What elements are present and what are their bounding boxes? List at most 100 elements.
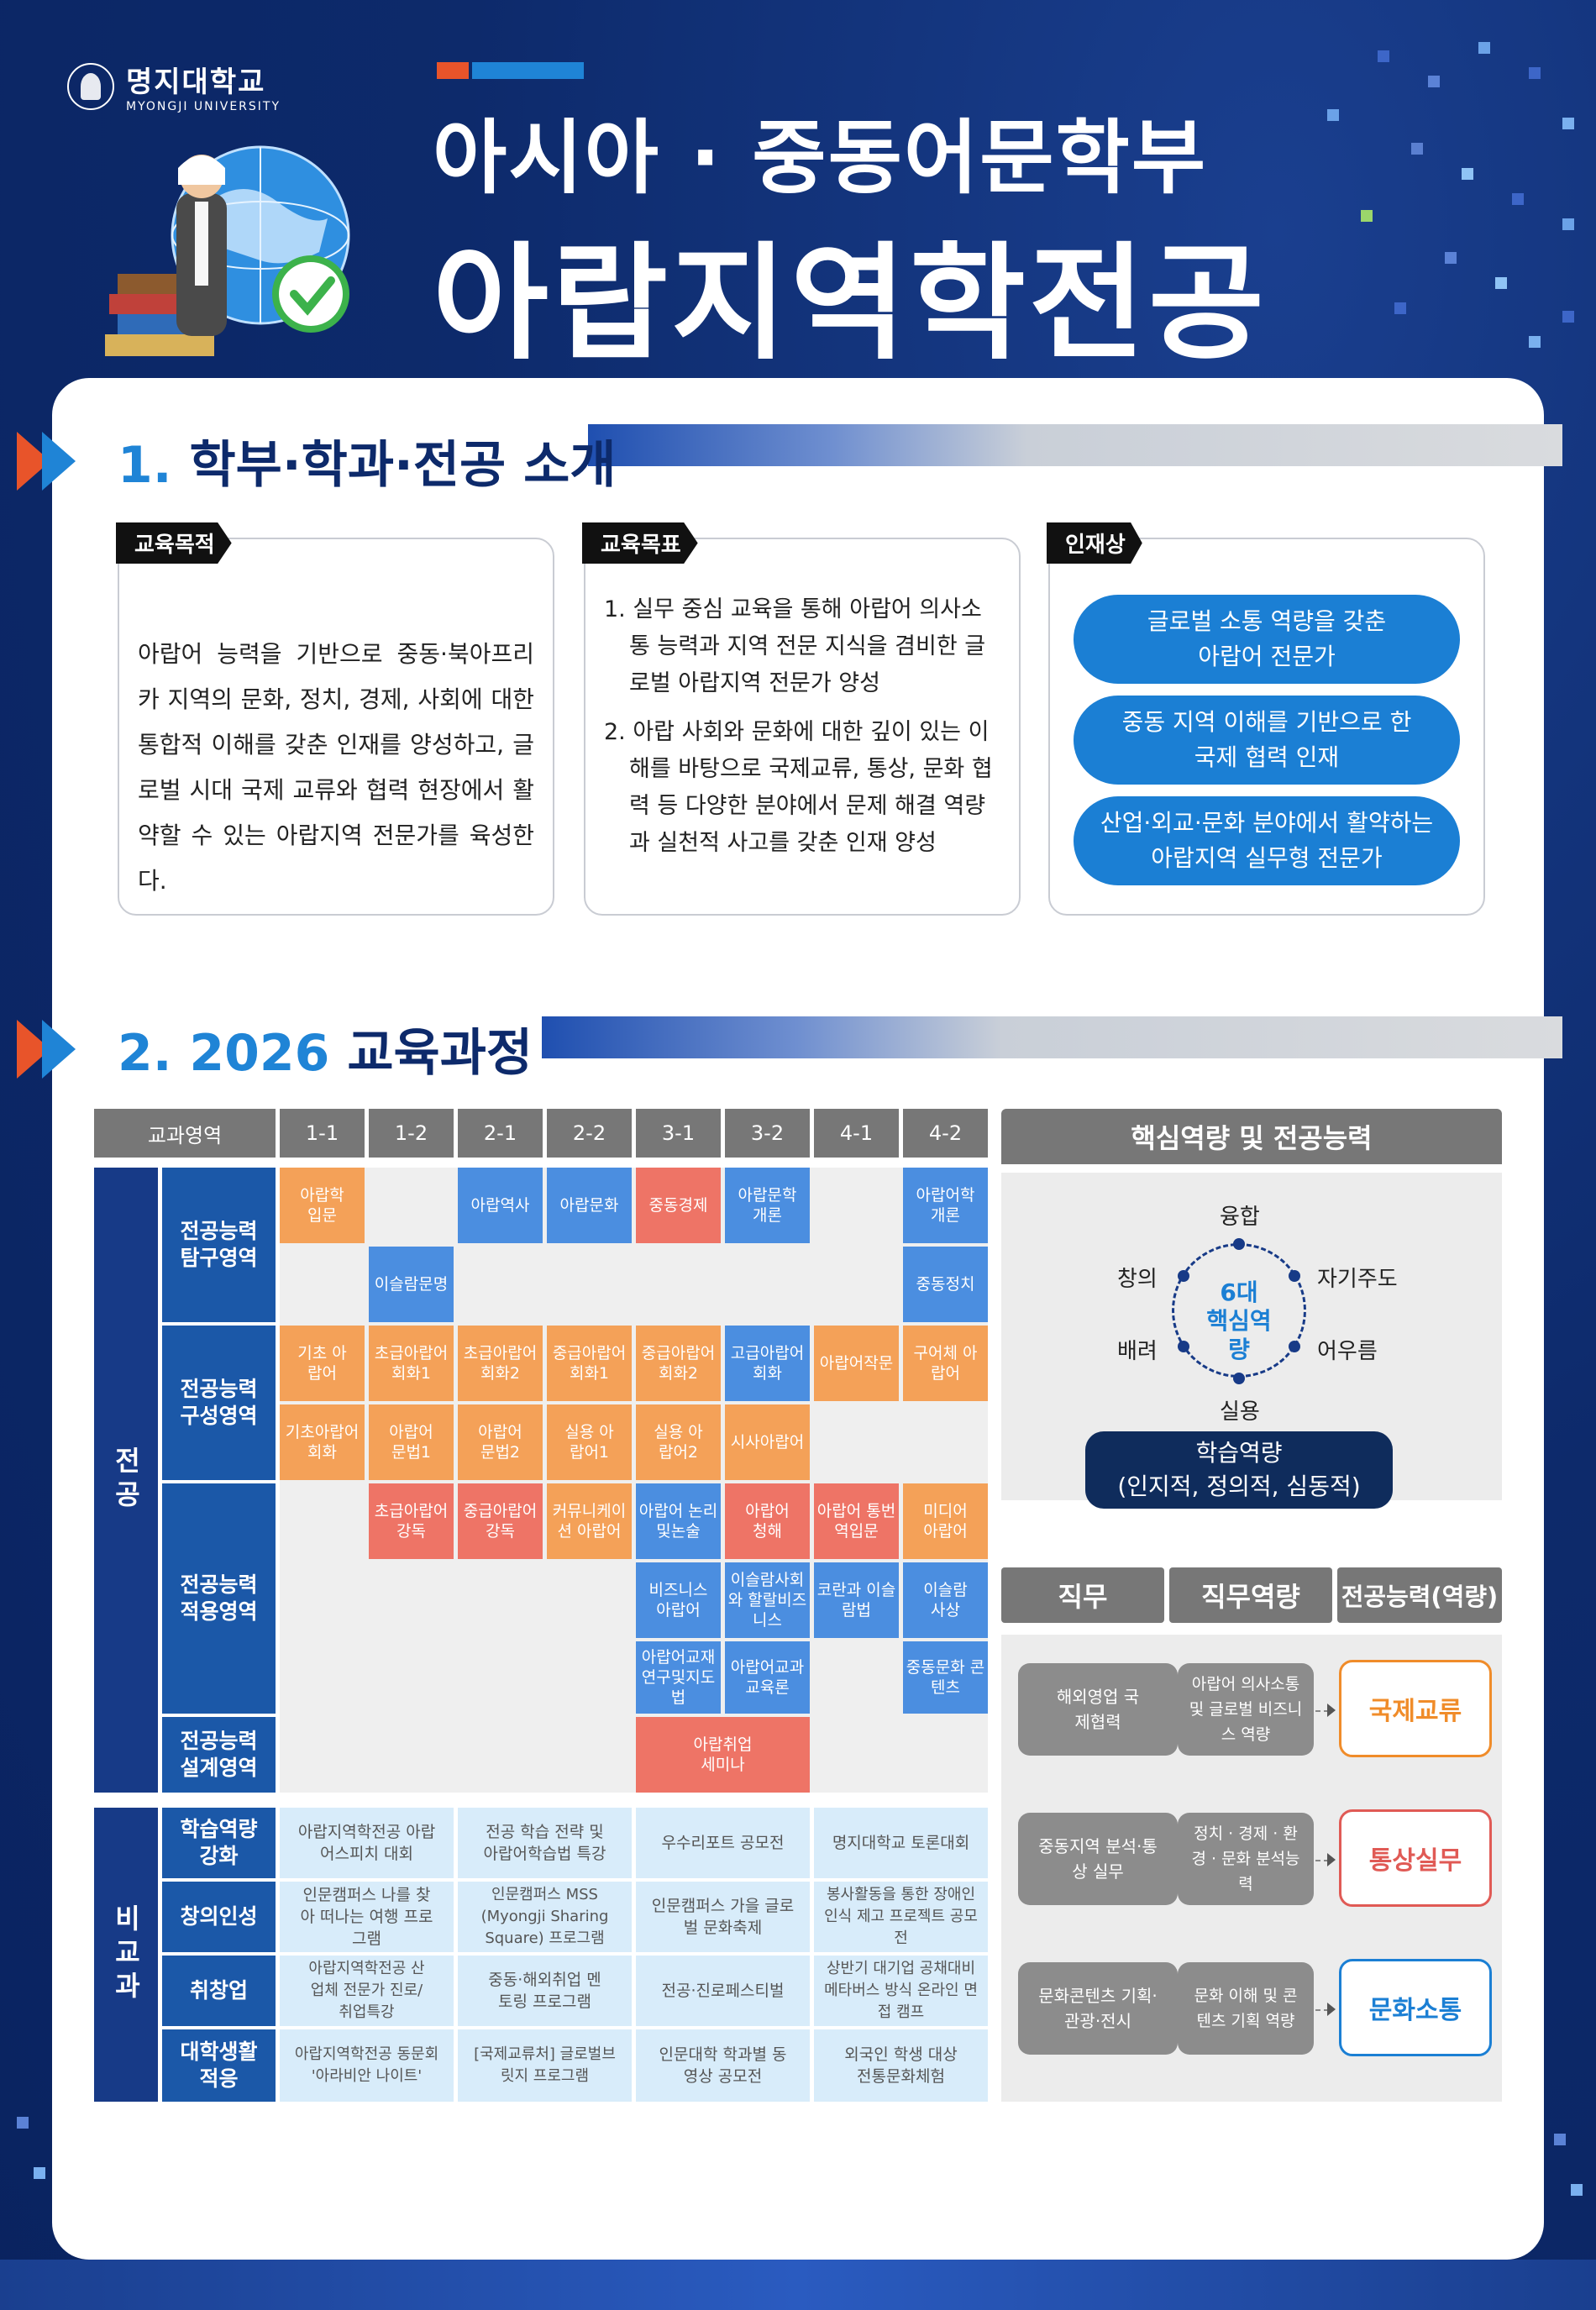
course-cell: 초급아랍어 회화2 bbox=[458, 1326, 543, 1401]
course-cell: 아랍어교재 연구및지도법 bbox=[636, 1641, 721, 1714]
talent-item-1-line2: 아랍어 전문가 bbox=[1198, 643, 1336, 670]
talent-item-2-line1: 중동 지역 이해를 기반으로 한 bbox=[1121, 708, 1412, 736]
section2-title: 교육과정 bbox=[347, 1024, 533, 1083]
section1-heading: 1. 학부·학과·전공 소개 bbox=[17, 424, 617, 497]
semester-header: 2-1 bbox=[458, 1109, 543, 1158]
course-cell: 아랍어학 개론 bbox=[903, 1168, 988, 1243]
flow-arrow-icon bbox=[1327, 2003, 1336, 2016]
education-goals-tag: 교육목표 bbox=[582, 522, 698, 564]
course-cell: 아랍역사 bbox=[458, 1168, 543, 1243]
course-cell: 시사아랍어 bbox=[725, 1404, 810, 1480]
flow-arrow-icon bbox=[1327, 1853, 1336, 1866]
extra-area-label: 취창업 bbox=[162, 1956, 276, 2026]
section1-title: 학부·학과·전공 소개 bbox=[189, 436, 617, 495]
job-competency-header: 직무역량 bbox=[1169, 1567, 1332, 1623]
flow-connector bbox=[1315, 2009, 1329, 2011]
semester-header: 2-2 bbox=[547, 1109, 632, 1158]
semester-header: 3-1 bbox=[636, 1109, 721, 1158]
course-cell: 이슬람 사상 bbox=[903, 1562, 988, 1638]
extracurricular-label: 비교과 bbox=[94, 1808, 158, 2102]
major-ability-box: 문화소통 bbox=[1339, 1959, 1492, 2056]
competency-dot bbox=[1289, 1270, 1300, 1282]
job-box: 해외영업 국제협력 bbox=[1018, 1663, 1178, 1756]
course-cell: 중급아랍어 회화1 bbox=[547, 1326, 632, 1401]
flow-arrow-icon bbox=[1168, 1853, 1176, 1866]
core-competency-center: 6대 핵심역량 bbox=[1197, 1278, 1281, 1364]
course-cell: 아랍문학 개론 bbox=[725, 1168, 810, 1243]
extra-area-label: 대학생활 적응 bbox=[162, 2029, 276, 2102]
extra-program: 명지대학교 토론대회 bbox=[814, 1808, 988, 1878]
extra-program: 아랍지역학전공 산업체 전문가 진로/취업특강 bbox=[280, 1956, 454, 2026]
learning-competency-box: 학습역량 (인지적, 정의적, 심동적) bbox=[1085, 1431, 1393, 1509]
page-title-department: 아시아 · 중동어문학부 bbox=[433, 111, 1208, 205]
education-purpose-box: 교육목적 아랍어 능력을 기반으로 중동·북아프리카 지역의 문화, 정치, 경… bbox=[116, 522, 554, 916]
page-title-major: 아랍지역학전공 bbox=[433, 231, 1268, 377]
university-logo: 명지대학교 MYONGJI UNIVERSITY bbox=[67, 59, 281, 113]
course-cell: 중동경제 bbox=[636, 1168, 721, 1243]
flow-arrow-icon bbox=[1327, 1704, 1336, 1717]
course-cell: 이슬람문명 bbox=[369, 1247, 454, 1322]
competency-label: 창의 bbox=[1117, 1267, 1158, 1292]
course-cell: 커뮤니케이션 아랍어 bbox=[547, 1483, 632, 1559]
course-cell: 중급아랍어 회화2 bbox=[636, 1326, 721, 1401]
competency-label: 융합 bbox=[1220, 1205, 1260, 1230]
talent-item-3-line2: 아랍지역 실무형 전문가 bbox=[1151, 844, 1383, 872]
area-explore: 전공능력 탐구영역 bbox=[162, 1168, 276, 1322]
extra-program: 아랍지역학전공 동문회 '아라비안 나이트' bbox=[280, 2029, 454, 2102]
extra-program: 중동·해외취업 멘토링 프로그램 bbox=[458, 1956, 632, 2026]
extra-area-label: 창의인성 bbox=[162, 1882, 276, 1952]
course-cell: 고급아랍어 회화 bbox=[725, 1326, 810, 1401]
job-competency-box: 정치 · 경제 · 환경 · 문화 분석능력 bbox=[1178, 1813, 1314, 1905]
extra-program: 전공 학습 전략 및 아랍어학습법 특강 bbox=[458, 1808, 632, 1878]
title-accent-bar bbox=[437, 62, 584, 79]
job-competency-box: 문화 이해 및 콘텐츠 기획 역량 bbox=[1178, 1962, 1314, 2055]
course-cell: 실용 아랍어1 bbox=[547, 1404, 632, 1480]
semester-header: 1-2 bbox=[369, 1109, 454, 1158]
course-cell: 아랍어 청해 bbox=[725, 1483, 810, 1559]
competency-label: 실용 bbox=[1220, 1399, 1260, 1425]
extra-program: 인문캠퍼스 MSS (Myongji Sharing Square) 프로그램 bbox=[458, 1882, 632, 1952]
core-center-line1: 6대 bbox=[1220, 1278, 1258, 1306]
section1-header-line bbox=[588, 424, 1562, 466]
section2-header-line bbox=[542, 1016, 1562, 1058]
course-cell: 코란과 이슬람법 bbox=[814, 1562, 899, 1638]
extra-program: 우수리포트 공모전 bbox=[636, 1808, 810, 1878]
core-center-line2: 핵심역량 bbox=[1206, 1307, 1272, 1363]
course-cell: 비즈니스 아랍어 bbox=[636, 1562, 721, 1638]
talent-item-2-line2: 국제 협력 인재 bbox=[1194, 743, 1340, 771]
extra-program: 봉사활동을 통한 장애인 인식 제고 프로젝트 공모전 bbox=[814, 1882, 988, 1952]
flow-connector bbox=[1315, 1710, 1329, 1712]
course-cell: 아랍어 문법2 bbox=[458, 1404, 543, 1480]
university-name-ko: 명지대학교 bbox=[126, 66, 266, 99]
education-goal-2: 2. 아랍 사회와 문화에 대한 깊이 있는 이해를 바탕으로 국제교류, 통상… bbox=[604, 719, 993, 856]
course-cell: 아랍취업 세미나 bbox=[636, 1717, 810, 1793]
competency-dot bbox=[1233, 1238, 1245, 1250]
section-arrow-icon bbox=[17, 1019, 84, 1079]
education-purpose-tag: 교육목적 bbox=[116, 522, 232, 564]
competency-dot bbox=[1178, 1270, 1189, 1282]
education-purpose-text: 아랍어 능력을 기반으로 중동·북아프리카 지역의 문화, 정치, 경제, 사회… bbox=[138, 640, 534, 895]
talent-profile-tag: 인재상 bbox=[1047, 522, 1142, 564]
section2-heading: 2. 2026 교육과정 bbox=[17, 1012, 533, 1085]
job-header: 직무 bbox=[1001, 1567, 1164, 1623]
learning-competency-subtitle: (인지적, 정의적, 심동적) bbox=[1117, 1473, 1361, 1500]
competency-dot bbox=[1233, 1373, 1245, 1384]
flow-connector bbox=[1315, 1860, 1329, 1861]
competency-label: 배려 bbox=[1117, 1339, 1158, 1364]
course-cell: 아랍문화 bbox=[547, 1168, 632, 1243]
course-cell: 실용 아랍어2 bbox=[636, 1404, 721, 1480]
extra-program: 전공·진로페스티벌 bbox=[636, 1956, 810, 2026]
course-cell: 아랍학 입문 bbox=[280, 1168, 365, 1243]
extra-program: 인문대학 학과별 동영상 공모전 bbox=[636, 2029, 810, 2102]
competency-header: 핵심역량 및 전공능력 bbox=[1001, 1109, 1502, 1164]
competency-dot bbox=[1289, 1341, 1300, 1352]
extra-program: 인문캠퍼스 나를 찾아 떠나는 여행 프로그램 bbox=[280, 1882, 454, 1952]
university-emblem-icon bbox=[67, 62, 114, 110]
course-cell: 기초아랍어 회화 bbox=[280, 1404, 365, 1480]
extra-program: [국제교류처] 글로벌브릿지 프로그램 bbox=[458, 2029, 632, 2102]
education-goals-box: 교육목표 1. 실무 중심 교육을 통해 아랍어 의사소통 능력과 지역 전문 … bbox=[582, 522, 1021, 916]
course-cell: 중동문화 콘텐츠 bbox=[903, 1641, 988, 1714]
extra-program: 상반기 대기업 공채대비 메타버스 방식 온라인 면접 캠프 bbox=[814, 1956, 988, 2026]
